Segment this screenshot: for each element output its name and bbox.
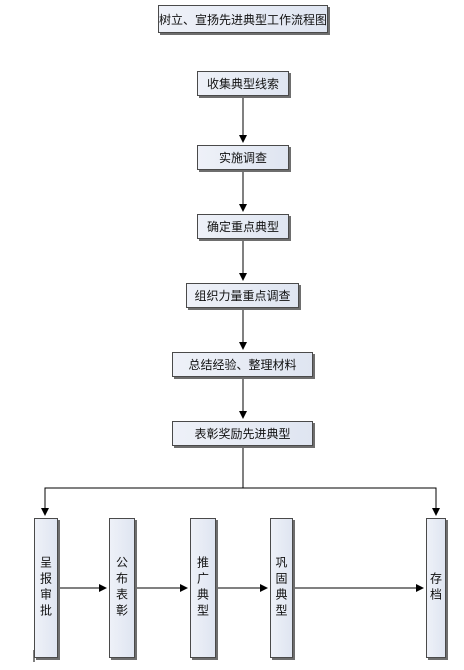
step-investigate: 实施调查 <box>197 145 289 170</box>
branch-submit-approval: 呈报审批 <box>34 518 58 658</box>
step-organize-survey: 组织力量重点调查 <box>186 283 299 308</box>
flow-title: 树立、宣扬先进典型工作流程图 <box>158 5 328 33</box>
arrow-to-archive <box>243 487 440 516</box>
step-collect-clues: 收集典型线索 <box>197 71 289 96</box>
step-summarize: 总结经验、整理材料 <box>172 352 313 377</box>
step-identify-key: 确定重点典型 <box>197 214 289 239</box>
step-commend: 表彰奖励先进典型 <box>172 421 313 446</box>
branch-archive: 存档 <box>426 518 446 658</box>
arrow-to-submit <box>41 446 244 516</box>
branch-promote: 推广典型 <box>190 518 216 658</box>
branch-announce: 公布表彰 <box>109 518 135 658</box>
branch-consolidate: 巩固典型 <box>270 518 293 658</box>
